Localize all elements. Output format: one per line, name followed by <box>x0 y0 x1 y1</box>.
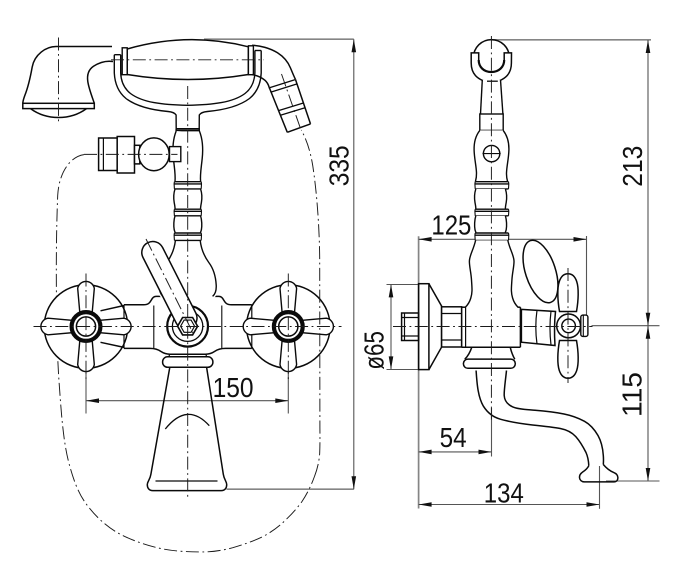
svg-text:54: 54 <box>440 422 467 453</box>
svg-text:150: 150 <box>213 372 254 403</box>
svg-text:ø65: ø65 <box>359 331 390 370</box>
svg-text:335: 335 <box>324 145 355 186</box>
svg-text:134: 134 <box>484 477 524 508</box>
svg-text:115: 115 <box>617 372 648 417</box>
svg-text:213: 213 <box>617 146 648 187</box>
svg-text:125: 125 <box>431 210 471 241</box>
